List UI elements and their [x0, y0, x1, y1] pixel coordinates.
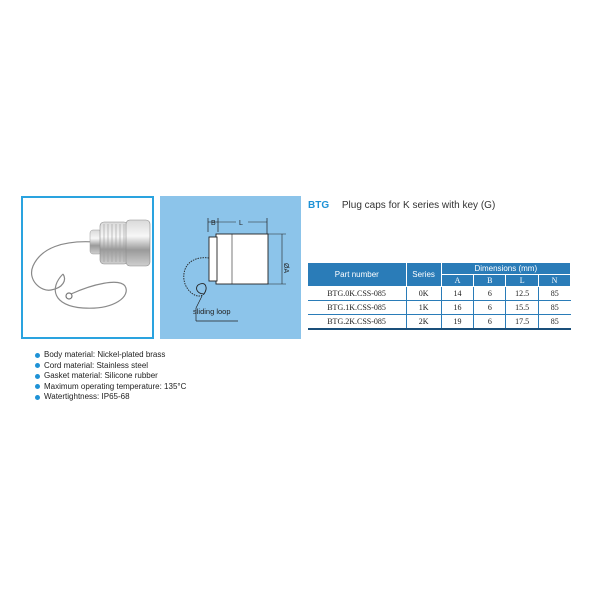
header-l: L — [505, 274, 540, 287]
feature-text: Watertightness: IP65-68 — [44, 392, 130, 402]
feature-text: Gasket material: Silicone rubber — [44, 371, 158, 381]
cell-part-number: BTG.1K.CSS-085 — [307, 300, 407, 315]
cell-l: 15.5 — [505, 300, 539, 315]
cell-b: 6 — [473, 300, 506, 315]
cell-b: 6 — [473, 314, 506, 330]
bullet-icon — [35, 384, 40, 390]
series-description: Plug caps for K series with key (G) — [341, 200, 496, 211]
cell-n: 85 — [538, 286, 571, 301]
cell-n: 85 — [538, 300, 571, 315]
feature-list: Body material: Nickel-plated brass Cord … — [35, 350, 186, 403]
cable-loop — [54, 273, 127, 309]
technical-drawing: B L ØA — [160, 196, 301, 339]
cable — [31, 241, 96, 291]
cell-series: 0K — [405, 286, 442, 301]
bullet-icon — [35, 363, 40, 369]
plug-cap-photo — [31, 219, 151, 309]
sliding-loop-label: sliding loop — [193, 307, 231, 316]
cell-a: 14 — [440, 286, 474, 301]
header-b: B — [473, 274, 507, 287]
product-photo — [21, 196, 154, 339]
list-item: Watertightness: IP65-68 — [35, 392, 186, 403]
feature-text: Maximum operating temperature: 135°C — [44, 381, 187, 391]
header-part-number: Part number — [307, 262, 407, 287]
cell-b: 6 — [473, 286, 506, 301]
chain — [183, 257, 210, 297]
table-row: BTG.0K.CSS-085 0K 14 6 12.5 85 — [307, 286, 571, 301]
series-code: BTG — [308, 200, 330, 211]
page-title: BTG Plug caps for K series with key (G) — [308, 200, 495, 211]
dimensions-table: Part number Series Dimensions (mm) A B L… — [307, 262, 572, 330]
bullet-icon — [35, 352, 40, 358]
cell-series: 1K — [405, 300, 442, 315]
bullet-icon — [35, 394, 40, 400]
cell-part-number: BTG.2K.CSS-085 — [307, 314, 407, 330]
cell-a: 16 — [440, 300, 474, 315]
cap-body — [125, 219, 151, 267]
cell-part-number: BTG.0K.CSS-085 — [307, 286, 407, 301]
bullet-icon — [35, 373, 40, 379]
table-row: BTG.2K.CSS-085 2K 19 6 17.5 85 — [307, 314, 571, 330]
feature-text: Body material: Nickel-plated brass — [44, 350, 166, 359]
dim-label-b: B — [211, 220, 216, 227]
header-a: A — [440, 274, 475, 287]
cell-a: 19 — [440, 314, 474, 330]
list-item: Body material: Nickel-plated brass — [35, 350, 186, 361]
cell-series: 2K — [405, 314, 442, 330]
header-n: N — [538, 274, 571, 287]
feature-text: Cord material: Stainless steel — [44, 360, 149, 370]
list-item: Cord material: Stainless steel — [35, 361, 186, 372]
table-row: BTG.1K.CSS-085 1K 16 6 15.5 85 — [307, 300, 571, 315]
cell-l: 17.5 — [505, 314, 539, 330]
list-item: Gasket material: Silicone rubber — [35, 371, 186, 382]
dim-label-a: ØA — [282, 263, 289, 273]
dim-label-l: L — [239, 220, 243, 227]
header-dimensions: Dimensions (mm) — [440, 262, 572, 275]
cap-outline — [215, 233, 269, 285]
list-item: Maximum operating temperature: 135°C — [35, 382, 186, 393]
dimension-diagram: B L ØA — [183, 218, 289, 322]
cell-n: 85 — [538, 314, 571, 330]
cell-l: 12.5 — [505, 286, 539, 301]
header-series: Series — [405, 262, 442, 287]
